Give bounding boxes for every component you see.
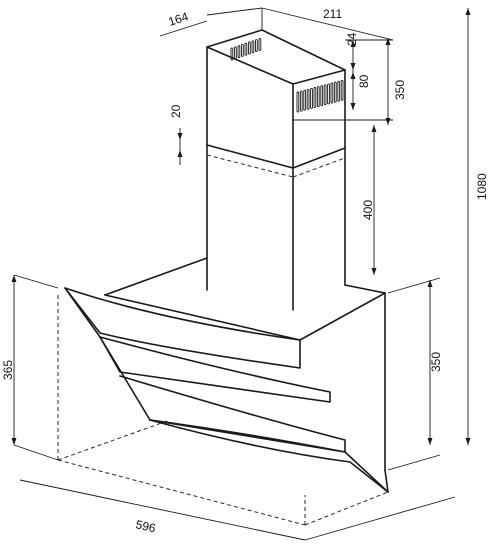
vent-slot xyxy=(323,84,327,106)
dimension-arrowhead xyxy=(465,8,471,15)
dim-hood-height: 350 xyxy=(429,352,443,372)
vent-slot xyxy=(241,43,244,57)
dimension-arrowhead xyxy=(350,103,356,110)
dimension-arrowhead xyxy=(11,438,17,445)
dim-upper-chimney-height: 350 xyxy=(393,80,407,100)
footprint-outline xyxy=(57,295,389,526)
dimension-arrowhead xyxy=(350,72,356,79)
vent-slot xyxy=(330,82,334,104)
vent-slot xyxy=(230,47,234,61)
dim-hood-width: 596 xyxy=(134,517,157,535)
dim-vent-height: 80 xyxy=(357,74,371,88)
dimension-arrowhead xyxy=(350,40,356,47)
vent-slot xyxy=(296,91,300,113)
vent-slot xyxy=(340,79,344,101)
vent-slot xyxy=(337,80,341,102)
dimension-labels: 164 211 24 80 350 20 400 1080 365 350 59… xyxy=(1,7,489,536)
vent-slot xyxy=(310,87,313,109)
vent-slot xyxy=(248,41,251,55)
dim-chimney-depth: 164 xyxy=(167,9,191,29)
vent-slot xyxy=(234,46,237,60)
vent-slot xyxy=(299,90,303,112)
dimension-arrowhead xyxy=(11,275,17,282)
vent-slot xyxy=(255,39,258,53)
vent-slot xyxy=(316,86,320,108)
vent-slot xyxy=(258,37,262,51)
dimension-arrowhead xyxy=(385,118,391,125)
dimension-arrowhead xyxy=(371,125,377,132)
arrowheads xyxy=(11,8,471,445)
dimension-arrowhead xyxy=(465,438,471,445)
dim-total-height: 1080 xyxy=(475,173,489,200)
dim-lower-chimney-height: 400 xyxy=(361,200,375,220)
vent-slots-front xyxy=(296,79,344,113)
vent-slot xyxy=(320,85,324,107)
vent-slot xyxy=(333,81,337,103)
vent-slots-back xyxy=(230,37,262,61)
vent-slot xyxy=(251,40,255,54)
dim-chimney-width: 211 xyxy=(323,7,342,21)
vent-slot xyxy=(237,45,241,59)
dimension-arrowhead xyxy=(427,280,433,287)
dim-vent-offset: 24 xyxy=(345,32,359,46)
dimension-arrowhead xyxy=(385,38,391,45)
dimension-arrowhead xyxy=(177,150,183,157)
upper-chimney xyxy=(206,29,346,311)
vent-slot xyxy=(303,89,307,111)
dimension-arrowhead xyxy=(177,133,183,140)
vent-slot xyxy=(313,87,317,108)
dim-overlap: 20 xyxy=(169,104,183,118)
dimension-arrowhead xyxy=(371,268,377,275)
vent-slot xyxy=(327,83,330,105)
dim-hood-depth: 365 xyxy=(1,360,15,380)
hood-body xyxy=(64,257,389,493)
dimension-arrowhead xyxy=(427,438,433,445)
dimension-arrowhead xyxy=(350,63,356,70)
vent-slot xyxy=(306,88,310,110)
vent-slot xyxy=(244,42,248,56)
